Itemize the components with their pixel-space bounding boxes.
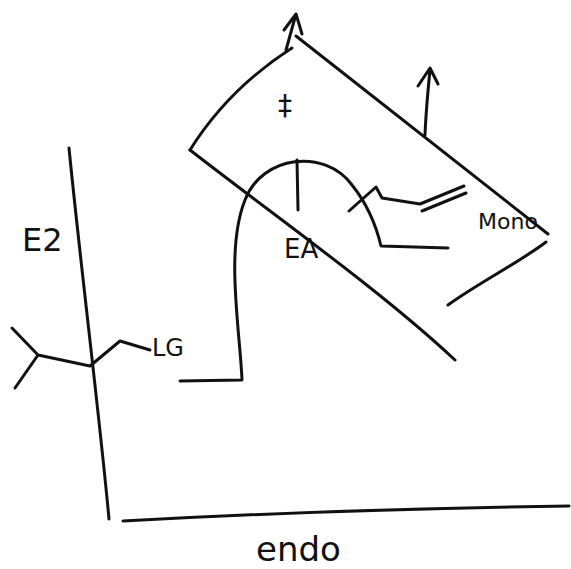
axis-title: endo [256, 532, 341, 566]
axis-label: E2 [22, 224, 63, 256]
molecule-label: Mono [478, 211, 538, 233]
product-molecule [349, 186, 466, 211]
activation-tick [297, 160, 298, 210]
reaction-axis [123, 506, 569, 521]
up-arrow [418, 68, 438, 135]
transition-outline [190, 150, 455, 360]
up-arrow [284, 14, 302, 50]
energy-label: EA [284, 236, 318, 262]
transition-symbol: ‡ [278, 92, 292, 120]
transition-outline [190, 48, 292, 150]
energy-axis [69, 148, 109, 519]
transition-outline [448, 242, 546, 305]
energy-curve [180, 161, 448, 381]
group-label: LG [152, 336, 184, 360]
transition-outline [296, 36, 548, 234]
substrate-molecule [12, 328, 150, 388]
